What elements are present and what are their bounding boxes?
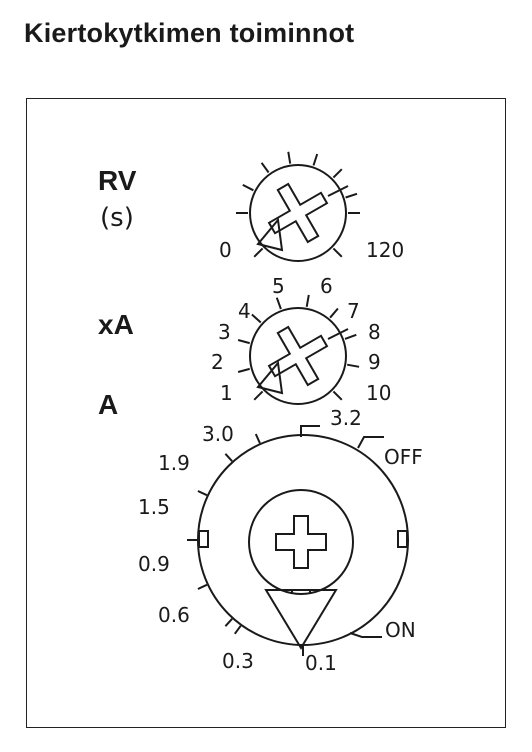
- a-scale-label-3-0: 3.0: [202, 422, 234, 446]
- a-dial-on-label: ON: [385, 618, 416, 642]
- rv-tick: [332, 247, 343, 258]
- xa-tick: [275, 297, 282, 310]
- a-scale-label-1-5: 1.5: [138, 495, 170, 519]
- xa-scale-label-2: 2: [211, 350, 224, 374]
- a-tick: [224, 453, 233, 462]
- xa-scale-label-4: 4: [238, 299, 251, 323]
- rv-tick: [242, 184, 254, 192]
- a-dial-ring: [197, 434, 409, 646]
- xa-scale-label-10: 10: [366, 381, 391, 405]
- rv-dial-max-label: 120: [366, 238, 404, 262]
- rv-tick: [312, 153, 319, 166]
- xa-tick: [305, 294, 310, 307]
- rv-tick: [260, 162, 270, 174]
- page-title: Kiertokytkimen toiminnot: [24, 18, 355, 48]
- rv-tick: [332, 168, 343, 179]
- a-tick: [233, 625, 242, 635]
- a-knob-slot-icon: [264, 515, 338, 650]
- a-scale-label-0-1: 0.1: [305, 651, 337, 675]
- xa-dial-ticks: [237, 294, 360, 401]
- a-scale-label-1-9: 1.9: [158, 451, 190, 475]
- a-scale-label-0-9: 0.9: [138, 552, 170, 576]
- rv-dial-ticks: [236, 151, 360, 258]
- a-dial-ticks: [187, 433, 304, 656]
- rv-tick: [345, 192, 358, 199]
- xa-scale-label-7: 7: [347, 299, 360, 323]
- xa-tick: [237, 367, 250, 373]
- rv-dial-ring: [249, 164, 347, 262]
- a-dial-right-notch: [397, 530, 408, 548]
- xa-label: xA: [98, 309, 134, 340]
- rv-label: RV: [98, 165, 137, 196]
- rv-tick: [253, 247, 264, 258]
- diagram-frame: [26, 98, 506, 728]
- a-dial[interactable]: 3.0 3.2 OFF 1.9 1.5 0.9 0.6 0.3 0.1 ON: [138, 406, 423, 675]
- xa-tick: [344, 333, 357, 340]
- rv-tick: [287, 151, 292, 164]
- xa-scale-label-5: 5: [272, 274, 285, 298]
- xa-scale-label-6: 6: [320, 274, 333, 298]
- a-tick: [197, 583, 208, 590]
- xa-tick: [251, 313, 262, 324]
- a-tick: [197, 490, 208, 497]
- xa-tick: [329, 307, 339, 319]
- xa-tick: [237, 339, 250, 345]
- a-dial-off-label: OFF: [384, 445, 423, 469]
- xa-scale-label-3: 3: [218, 320, 231, 344]
- rv-unit-label: (s): [100, 203, 134, 233]
- a-label: A: [98, 389, 118, 420]
- a-scale-label-0-3: 0.3: [222, 649, 254, 673]
- a-tick: [224, 618, 233, 627]
- a-scale-label-0-6: 0.6: [158, 603, 190, 627]
- rv-dial-min-label: 0: [219, 238, 232, 262]
- xa-scale-label-9: 9: [368, 350, 381, 374]
- xa-dial[interactable]: 1 2 3 4 5 6 7 8 9 10: [211, 274, 391, 405]
- a-tick: [254, 433, 261, 444]
- xa-scale-label-8: 8: [368, 320, 381, 344]
- xa-tick: [253, 390, 264, 401]
- a-dial-left-notch: [198, 530, 209, 548]
- rv-dial[interactable]: 0 120: [219, 151, 404, 262]
- xa-scale-label-1: 1: [220, 381, 233, 405]
- xa-dial-ring: [249, 307, 347, 405]
- xa-tick: [332, 390, 343, 401]
- a-scale-label-3-2: 3.2: [330, 406, 362, 430]
- rv-knob-slot-icon: [256, 182, 349, 252]
- xa-tick: [347, 363, 360, 368]
- a-dial-knob: [248, 489, 354, 595]
- xa-knob-slot-icon: [256, 325, 349, 395]
